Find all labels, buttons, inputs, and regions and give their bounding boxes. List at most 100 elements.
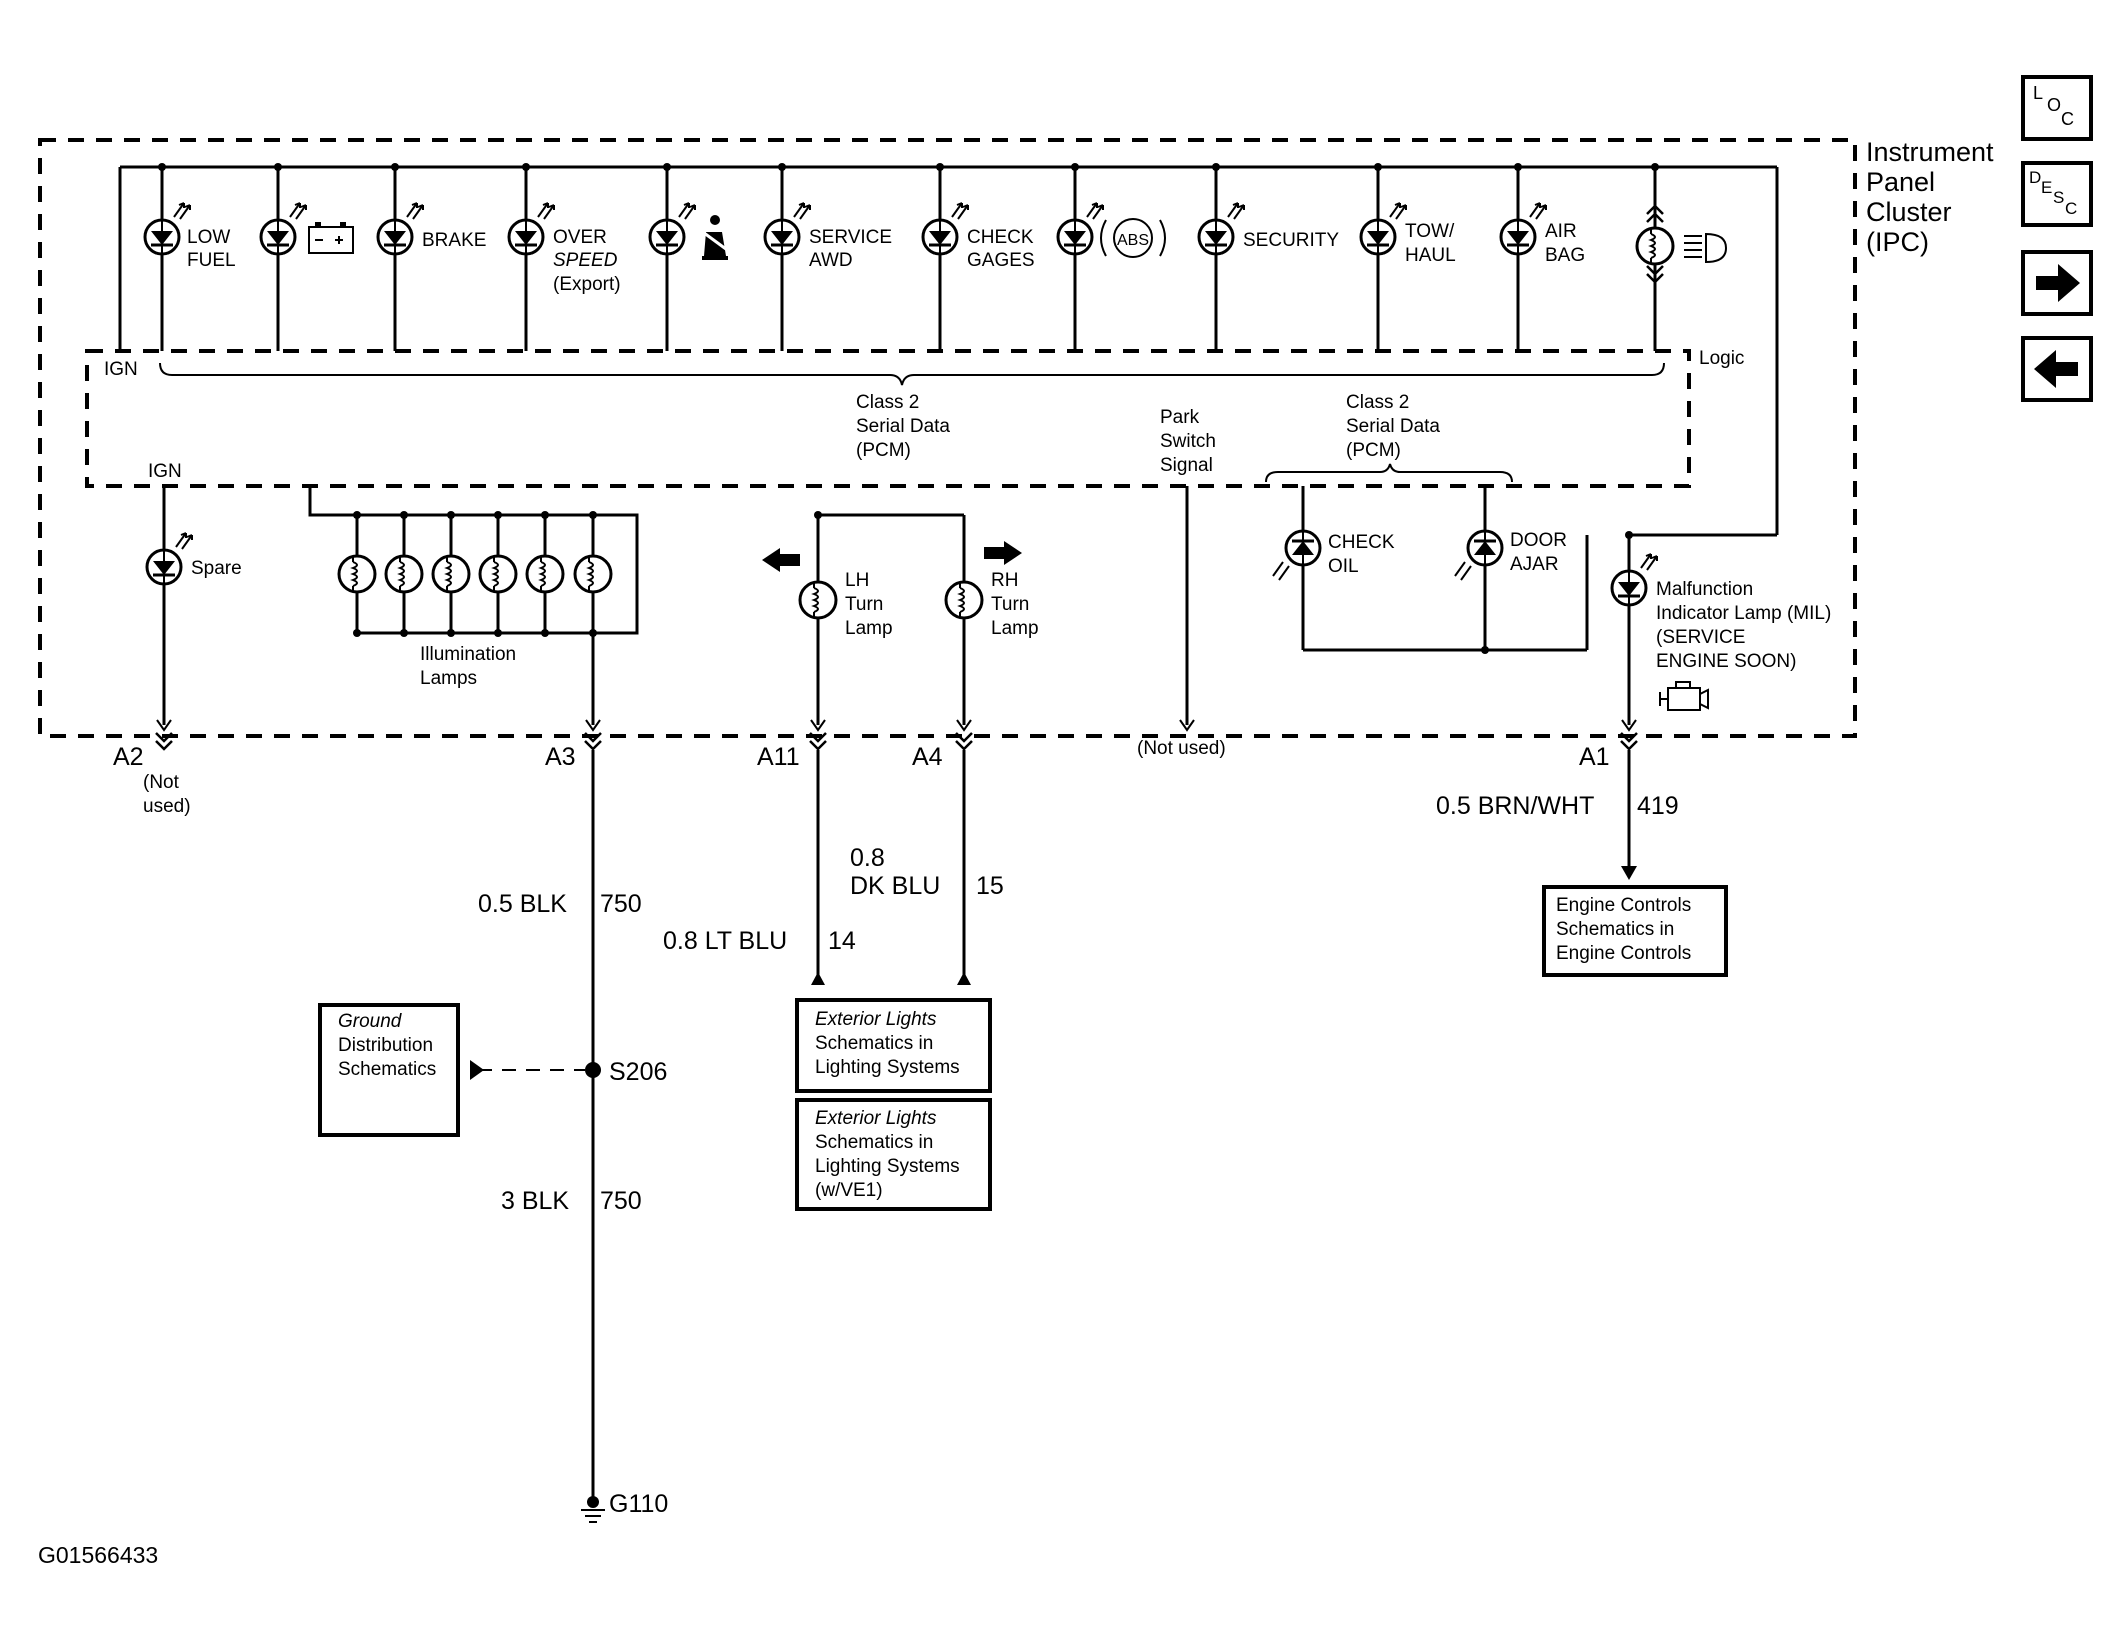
connector-a3: A3 — [545, 743, 576, 771]
lamp-low-fuel: LOW FUEL — [143, 163, 236, 351]
figure-id: G01566433 — [38, 1542, 158, 1568]
wire-a11: 0.8 LT BLU 14 — [663, 750, 856, 985]
lamp-brake: BRAKE — [376, 163, 486, 351]
lamp-high-beam — [1635, 163, 1728, 351]
ext-lights-2-line2: Schematics in — [815, 1132, 933, 1153]
lamp-check-gages: CHECK GAGES — [921, 163, 1035, 351]
park-not-used: (Not used) — [1137, 738, 1226, 759]
lamp-abs: ABS — [1056, 163, 1166, 351]
illumination-line2: Lamps — [420, 668, 477, 689]
illumination-bulb-6 — [573, 554, 613, 594]
tow-haul-line1: TOW/ — [1405, 221, 1455, 242]
high-beam-icon — [1684, 232, 1728, 264]
ref-engine-controls[interactable]: Engine Controls Schematics in Engine Con… — [1542, 885, 1728, 977]
ext-lights-2-line4: (w/VE1) — [815, 1180, 883, 1201]
park-switch-wire — [1179, 486, 1195, 732]
splice-s206 — [585, 1062, 601, 1078]
loc-letter-1: L — [2033, 83, 2043, 103]
ref-ground-distribution[interactable]: Ground Distribution Schematics — [318, 1003, 460, 1137]
lamp-over-speed: OVER SPEED (Export) — [507, 163, 621, 351]
mil-line3: (SERVICE — [1656, 627, 1745, 648]
lamp-mil: Malfunction Indicator Lamp (MIL) (SERVIC… — [1610, 531, 1831, 732]
wire-a3-ground: 0.5 BLK 750 3 BLK 750 S206 G110 — [470, 750, 668, 1523]
next-page-button[interactable] — [2021, 250, 2093, 316]
connector-a2: A2 — [113, 743, 144, 771]
description-button[interactable]: D E S C — [2021, 161, 2093, 227]
lamp-rh-turn: RH Turn Lamp — [944, 515, 1039, 732]
class2-b-line2: Serial Data — [1346, 416, 1440, 437]
right-arrow-icon — [2036, 264, 2080, 302]
illumination-bulb-2 — [384, 554, 424, 594]
rh-turn-line2: Turn — [991, 594, 1029, 615]
ground-dist-line2: Distribution — [338, 1035, 433, 1056]
class2-a-line3: (PCM) — [856, 440, 911, 461]
a3-upper-circuit: 750 — [600, 890, 642, 918]
illumination-bulb-3 — [431, 554, 471, 594]
previous-page-button[interactable] — [2021, 336, 2093, 402]
class2-a-line2: Serial Data — [856, 416, 950, 437]
a3-upper-color: 0.5 BLK — [478, 890, 567, 918]
engine-icon — [1659, 681, 1709, 711]
ign-bottom-label: IGN — [148, 461, 182, 482]
seatbelt-icon — [699, 215, 731, 260]
ext-lights-2-line3: Lighting Systems — [815, 1156, 960, 1177]
rh-turn-line3: Lamp — [991, 618, 1039, 639]
illumination-bulb-5 — [525, 554, 565, 594]
left-arrow-icon — [762, 548, 800, 572]
over-speed-line3: (Export) — [553, 274, 621, 295]
a3-lower-circuit: 750 — [600, 1187, 642, 1215]
check-oil-line1: CHECK — [1328, 532, 1395, 553]
a3-lower-color: 3 BLK — [501, 1187, 569, 1215]
desc-letter-1: D — [2029, 168, 2041, 187]
spare-label: Spare — [191, 558, 242, 579]
door-ajar-line2: AJAR — [1510, 554, 1559, 575]
door-ajar-line1: DOOR — [1510, 530, 1567, 551]
ipc-title-line1: Instrument — [1866, 137, 1994, 167]
ref-exterior-lights-ve1[interactable]: Exterior Lights Schematics in Lighting S… — [795, 1098, 992, 1211]
ext-lights-1-line2: Schematics in — [815, 1033, 933, 1054]
lamp-lh-turn: LH Turn Lamp — [762, 511, 964, 732]
ground-label: G110 — [609, 1490, 668, 1518]
a4-color-line1: 0.8 — [850, 844, 885, 872]
connector-a1: A1 — [1579, 743, 1610, 771]
illumination-lamps: Illumination Lamps — [308, 486, 639, 732]
park-line3: Signal — [1160, 455, 1213, 476]
a11-color: 0.8 LT BLU — [663, 927, 787, 955]
ref-exterior-lights[interactable]: Exterior Lights Schematics in Lighting S… — [795, 998, 992, 1093]
park-line1: Park — [1160, 407, 1200, 428]
lamp-tow-haul: TOW/ HAUL — [1359, 163, 1456, 351]
location-button[interactable]: L O C — [2021, 75, 2093, 141]
a1-color: 0.5 BRN/WHT — [1436, 792, 1594, 820]
rh-turn-line1: RH — [991, 570, 1018, 591]
ext-lights-1-line1: Exterior Lights — [815, 1009, 937, 1030]
ground-dist-line1: Ground — [338, 1011, 403, 1032]
ign-top-label: IGN — [104, 359, 138, 380]
ext-lights-1-line3: Lighting Systems — [815, 1057, 960, 1078]
service-awd-line2: AWD — [809, 250, 853, 271]
illumination-line1: Illumination — [420, 644, 516, 665]
illumination-bulb-1 — [337, 554, 377, 594]
abs-label: ABS — [1117, 232, 1149, 249]
class2-a-line1: Class 2 — [856, 392, 919, 413]
service-awd-line1: SERVICE — [809, 227, 892, 248]
park-line2: Switch — [1160, 431, 1216, 452]
lamp-battery — [259, 163, 354, 351]
engine-ref-line2: Schematics in — [1556, 919, 1674, 940]
a2-note-line1: (Not — [143, 772, 180, 793]
lh-turn-line1: LH — [845, 570, 869, 591]
lamp-service-awd: SERVICE AWD — [763, 163, 892, 351]
wire-a4: 0.8 DK BLU 15 — [850, 750, 1004, 985]
class2-b-brace — [1265, 463, 1513, 483]
check-gages-line1: CHECK — [967, 227, 1034, 248]
ipc-title-line4: (IPC) — [1866, 227, 1929, 257]
a4-circuit: 15 — [976, 872, 1004, 900]
mil-line1: Malfunction — [1656, 579, 1753, 600]
loc-letter-3: C — [2061, 109, 2074, 129]
lamp-spare: Spare — [145, 486, 242, 732]
right-arrow-icon — [984, 541, 1022, 565]
ipc-title-line3: Cluster — [1866, 197, 1952, 227]
lamp-seatbelt — [648, 163, 731, 351]
engine-ref-line3: Engine Controls — [1556, 943, 1691, 964]
desc-letter-3: S — [2053, 188, 2064, 207]
